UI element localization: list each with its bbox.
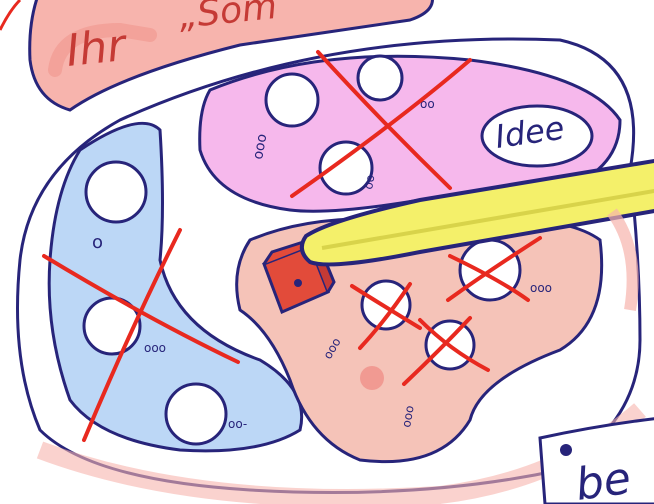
svg-text:ooo: ooo bbox=[144, 341, 166, 355]
banner-ihr-text: Ihr bbox=[64, 20, 131, 77]
bottom-right-text: be bbox=[572, 453, 634, 504]
svg-text:ooo: ooo bbox=[530, 281, 552, 295]
svg-text:o: o bbox=[92, 232, 103, 253]
svg-text:oo-: oo- bbox=[228, 417, 247, 431]
svg-text:oo: oo bbox=[361, 174, 377, 191]
